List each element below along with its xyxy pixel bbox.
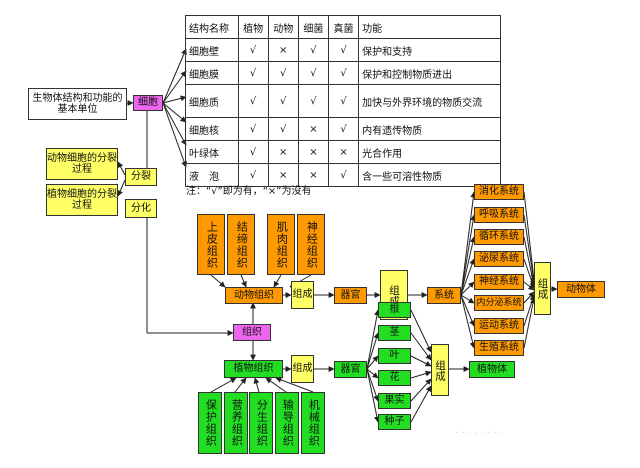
table-cell: × [297, 117, 329, 141]
table-header: 结构名称 [185, 15, 239, 39]
table-header: 细菌 [297, 15, 329, 39]
table-row: 细胞核 √ √ × √ 内有遗传物质 [185, 117, 501, 141]
nerve-tissue-box: 神经组织 [297, 214, 325, 275]
system-box: 系统 [427, 287, 461, 304]
animal-body-box: 动物体 [557, 281, 605, 298]
mechanical-tissue-box: 机械组织 [301, 392, 325, 454]
animal-division-box: 动物细胞的分裂过程 [46, 148, 118, 180]
respiratory-system-box: 呼吸系统 [474, 207, 524, 223]
table-note: 注：“√”即为有，“×”为没有 [186, 186, 312, 197]
table-cell: √ [237, 140, 269, 164]
table-cell: × [267, 163, 299, 187]
table-cell: 光合作用 [358, 140, 501, 164]
table-cell: √ [267, 61, 299, 85]
reproductive-system-box: 生殖系统 [474, 340, 524, 356]
table-row: 细胞质 √ √ √ √ 加快与外界环境的物质交流 [185, 84, 501, 118]
table-cell: 保护和支持 [358, 38, 501, 62]
table-cell: × [297, 163, 329, 187]
table-cell: × [297, 140, 329, 164]
compose-box-plant-organ: 组成 [291, 355, 314, 383]
compose-box-animal-organ: 组成 [291, 281, 314, 309]
table-cell: 细胞壁 [185, 38, 239, 62]
muscle-tissue-box: 肌肉组织 [267, 214, 295, 275]
table-cell: × [267, 140, 299, 164]
table-cell: 叶绿体 [185, 140, 239, 164]
stem-organ-box: 茎 [378, 325, 411, 341]
table-cell: √ [327, 38, 360, 62]
connective-tissue-box: 结缔组织 [227, 214, 255, 275]
table-header: 植物 [237, 15, 269, 39]
animal-organ-box: 器官 [334, 287, 367, 304]
table-cell: 内有遗传物质 [358, 117, 501, 141]
cell-box: 细胞 [133, 95, 163, 111]
digestive-system-box: 消化系统 [474, 184, 524, 200]
table-row: 细胞壁 √ × √ √ 保护和支持 [185, 38, 501, 62]
table-cell: 保护和控制物质进出 [358, 61, 501, 85]
table-cell: √ [327, 61, 360, 85]
root-box: 生物体结构和功能的基本单位 [28, 88, 127, 120]
division-box: 分裂 [125, 168, 157, 186]
table-header-row: 结构名称 植物 动物 细菌 真菌 功能 [185, 15, 501, 39]
table-cell: √ [297, 61, 329, 85]
table-cell: √ [237, 61, 269, 85]
animal-tissue-box: 动物组织 [225, 287, 283, 304]
table-row: 细胞膜 √ √ √ √ 保护和控制物质进出 [185, 61, 501, 85]
table-row: 液 泡 √ × × √ 含一些可溶性物质 [185, 163, 501, 187]
compose-label: 组成 [388, 284, 401, 306]
motor-system-box: 运动系统 [474, 318, 524, 334]
table-cell: √ [327, 84, 360, 118]
table-cell: × [327, 140, 360, 164]
epithelial-tissue-box: 上皮组织 [197, 214, 225, 275]
table-cell: 加快与外界环境的物质交流 [358, 84, 501, 118]
plant-tissue-box: 植物组织 [224, 360, 283, 378]
table-header: 功能 [358, 15, 501, 39]
root-organ-box: 根 [378, 302, 411, 318]
table-cell: 含一些可溶性物质 [358, 163, 501, 187]
table-cell: 液 泡 [185, 163, 239, 187]
seed-organ-box: 种子 [378, 414, 411, 430]
table-cell: √ [237, 117, 269, 141]
cell-structure-table: 结构名称 植物 动物 细菌 真菌 功能 细胞壁 √ × √ √ 保护和支持 细胞… [185, 15, 501, 187]
nutritive-tissue-box: 营养组织 [224, 392, 248, 454]
table-header: 动物 [267, 15, 299, 39]
compose-label: 组成 [536, 278, 549, 299]
table-cell: 细胞核 [185, 117, 239, 141]
meristematic-tissue-box: 分生组织 [249, 392, 273, 454]
tissue-box: 组织 [233, 324, 271, 341]
table-header: 真菌 [327, 15, 360, 39]
table-row: 叶绿体 √ × × × 光合作用 [185, 140, 501, 164]
table-cell: 细胞质 [185, 84, 239, 118]
urinary-system-box: 泌尿系统 [474, 251, 524, 267]
protective-tissue-box: 保护组织 [198, 392, 222, 454]
table-cell: √ [267, 84, 299, 118]
circulatory-system-box: 循环系统 [474, 229, 524, 245]
flower-organ-box: 花 [378, 370, 411, 386]
table-cell: × [267, 38, 299, 62]
table-cell: √ [327, 117, 360, 141]
conducting-tissue-box: 输导组织 [275, 392, 299, 454]
endocrine-system-box: 内分泌系统 [474, 295, 524, 311]
table-cell: √ [267, 117, 299, 141]
plant-body-box: 植物体 [469, 361, 515, 378]
nervous-system-box: 神经系统 [474, 274, 524, 290]
table-cell: √ [237, 84, 269, 118]
fruit-organ-box: 果实 [378, 393, 411, 409]
compose-box-animal-body: 组成 [534, 262, 551, 315]
watermark: · · · · · · · · [455, 428, 503, 439]
compose-box-plant-body: 组成 [431, 344, 449, 396]
table-cell: √ [237, 38, 269, 62]
table-cell: √ [327, 163, 360, 187]
plant-division-box: 植物细胞的分裂过程 [46, 184, 118, 216]
differentiation-box: 分化 [125, 199, 157, 218]
table-cell: √ [297, 38, 329, 62]
compose-label: 组成 [434, 359, 447, 381]
leaf-organ-box: 叶 [378, 348, 411, 364]
table-cell: √ [297, 84, 329, 118]
plant-organ-box: 器官 [334, 361, 367, 378]
table-cell: 细胞膜 [185, 61, 239, 85]
